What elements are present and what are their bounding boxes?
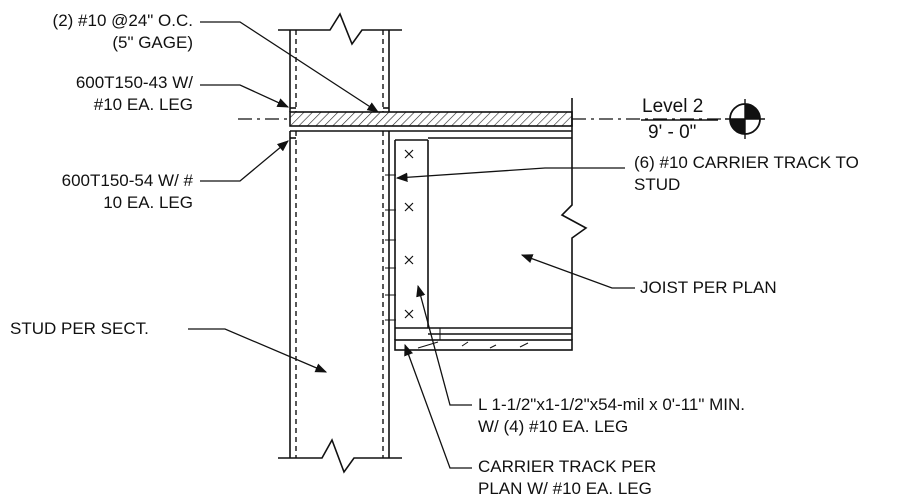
level-label: Level 2 9' - 0" [642, 96, 703, 143]
callout-carrier-screws: (6) #10 CARRIER TRACK TO STUD [634, 153, 859, 194]
callout-track-upper: 600T150-43 W/ #10 EA. LEG [76, 73, 193, 114]
callout-text: 600T150-54 W/ # [62, 171, 194, 190]
callout-text: CARRIER TRACK PER [478, 457, 656, 476]
callout-stud: STUD PER SECT. [10, 319, 149, 338]
carrier-track [385, 139, 429, 340]
callout-angle: L 1-1/2"x1-1/2"x54-mil x 0'-11" MIN. W/ … [478, 395, 745, 436]
callout-text: (2) #10 @24" O.C. [53, 11, 193, 30]
level-elevation: 9' - 0" [648, 122, 696, 143]
callout-text: L 1-1/2"x1-1/2"x54-mil x 0'-11" MIN. [478, 395, 745, 414]
callout-text: STUD PER SECT. [10, 319, 149, 338]
callout-text: (6) #10 CARRIER TRACK TO [634, 153, 859, 172]
callout-track-lower: 600T150-54 W/ # 10 EA. LEG [62, 171, 194, 212]
floor-sheathing [289, 98, 573, 135]
callout-text: 10 EA. LEG [103, 193, 193, 212]
callout-joist: JOIST PER PLAN [640, 278, 777, 297]
callout-text: (5" GAGE) [112, 33, 193, 52]
callout-text: #10 EA. LEG [94, 95, 193, 114]
callout-text: 600T150-43 W/ [76, 73, 193, 92]
leaders [188, 21, 635, 469]
level-target-icon [725, 99, 765, 139]
screw-marks [404, 149, 414, 319]
lower-wall [278, 131, 402, 474]
upper-wall [278, 12, 402, 112]
callout-text: W/ (4) #10 EA. LEG [478, 417, 628, 436]
level-name: Level 2 [642, 96, 703, 117]
callout-screws-top: (2) #10 @24" O.C. (5" GAGE) [53, 11, 193, 52]
joist [394, 135, 588, 351]
callout-text: JOIST PER PLAN [640, 278, 777, 297]
callout-text: STUD [634, 175, 680, 194]
callout-carrier-track: CARRIER TRACK PER PLAN W/ #10 EA. LEG [478, 457, 656, 498]
callout-text: PLAN W/ #10 EA. LEG [478, 479, 652, 498]
